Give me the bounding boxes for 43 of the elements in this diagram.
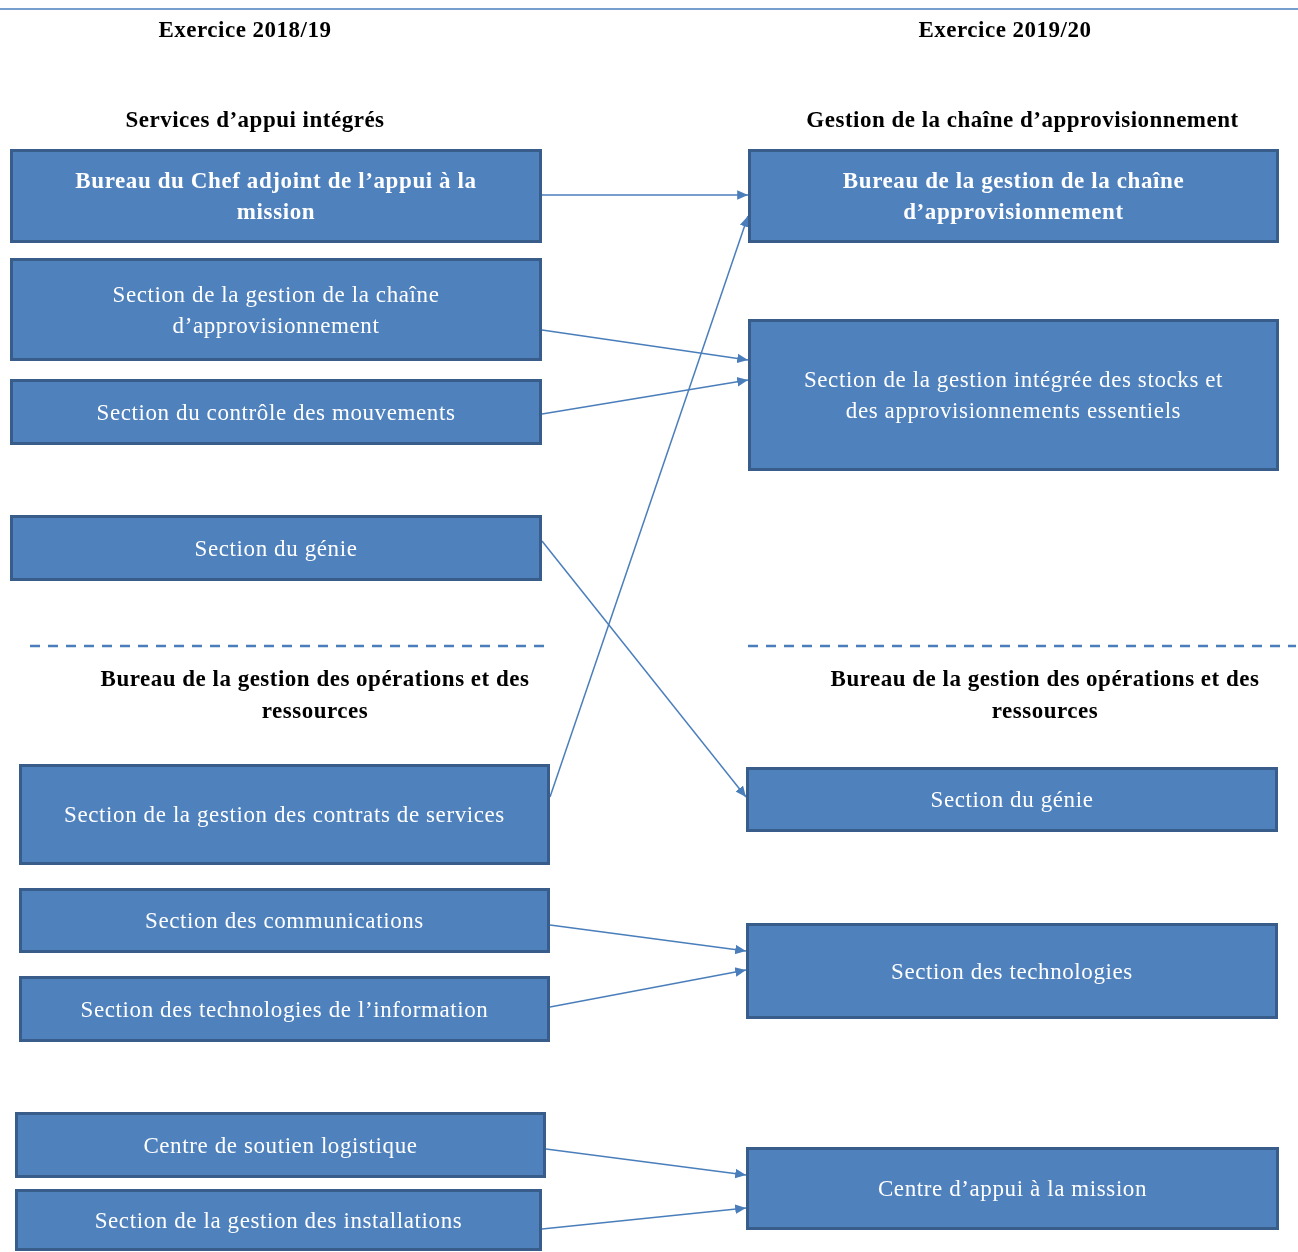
- unit-name: Section de la gestion des installations: [94, 1206, 463, 1235]
- unit-box: [10, 379, 542, 445]
- unit-name: Bureau du Chef adjoint de l’appui à la mission: [74, 167, 478, 226]
- arrow: [541, 329, 749, 364]
- arrow: [549, 967, 747, 1008]
- unit-box: [19, 976, 550, 1042]
- unit-box: [10, 258, 542, 361]
- unit-box: [10, 149, 542, 243]
- section-heading: Bureau de la gestion des opérations et des ressources: [99, 665, 531, 725]
- arrow: [549, 924, 747, 955]
- arrow: [541, 540, 747, 798]
- unit-name: Section de la gestion de la chaîne d’approvisionnement: [111, 280, 441, 340]
- unit-name: Section du génie: [194, 534, 358, 563]
- unit-box: [748, 149, 1279, 243]
- arrow: [549, 215, 750, 798]
- unit-name: Bureau de la gestion de la chaîne d’approvisionnement: [841, 167, 1186, 226]
- section-heading: Exercice 2018/19: [157, 16, 333, 44]
- unit-box: [19, 764, 550, 865]
- unit-box: [746, 1147, 1279, 1230]
- arrow: [541, 377, 749, 415]
- unit-box: [15, 1189, 542, 1251]
- unit-name: Section des technologies de l’information: [80, 995, 489, 1024]
- unit-name: Centre de soutien logistique: [143, 1131, 418, 1160]
- unit-name: Section du contrôle des mouvements: [96, 398, 456, 427]
- unit-box: [746, 923, 1278, 1019]
- unit-name: Section des technologies: [891, 957, 1133, 986]
- unit-name: Section des communications: [145, 907, 424, 935]
- unit-box: [19, 888, 550, 953]
- unit-name: Centre d’appui à la mission: [877, 1175, 1148, 1203]
- section-heading: Services d’appui intégrés: [124, 106, 386, 134]
- arrow: [541, 190, 749, 200]
- section-heading: Exercice 2019/20: [917, 16, 1093, 44]
- unit-name: Section du génie: [930, 786, 1094, 814]
- section-heading: Bureau de la gestion des opérations et des ressources: [829, 665, 1261, 725]
- section-heading: Gestion de la chaîne d’approvisionnement: [805, 106, 1240, 134]
- unit-box: [748, 319, 1279, 471]
- unit-box: [746, 767, 1278, 832]
- unit-name: Section de la gestion des contrats de services: [64, 801, 505, 829]
- unit-box: [10, 515, 542, 581]
- arrow: [545, 1148, 747, 1179]
- unit-name: Section de la gestion intégrée des stocks et des approvisionnements essentiels: [802, 366, 1225, 425]
- unit-box: [15, 1112, 546, 1178]
- arrow: [541, 1204, 747, 1230]
